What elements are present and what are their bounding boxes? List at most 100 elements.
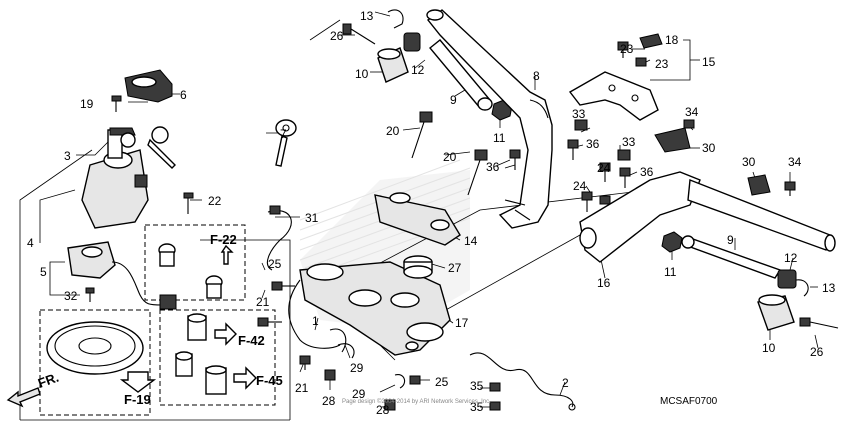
callout-label: 21 (256, 295, 270, 309)
part-36-bolt-c (599, 195, 611, 205)
part-34-bolt-lower (784, 181, 796, 196)
part-36-bolt-b (619, 167, 631, 188)
callout-label: 30 (742, 155, 756, 169)
callout-label: 7 (280, 127, 287, 141)
part-20-bolt-a (411, 111, 433, 159)
part-18-clip (639, 33, 663, 49)
part-26-bolt (342, 23, 376, 45)
callout-label: 32 (64, 289, 78, 303)
callout-label: 23 (655, 57, 669, 71)
callout-label: 24 (573, 179, 587, 193)
part-36-bolt-left (509, 149, 521, 170)
callout-label: 12 (784, 251, 798, 265)
part-2-cable (469, 352, 576, 411)
part-10-weight-lower (757, 294, 795, 331)
ref-f45: F-45 (256, 373, 283, 388)
part-3-ignition-switch (81, 126, 176, 229)
callout-label: 13 (822, 281, 836, 295)
callout-label: 34 (788, 155, 802, 169)
callout-label: 10 (355, 67, 369, 81)
callout-label: 29 (352, 387, 366, 401)
part-26-bolt-lower (799, 317, 839, 329)
ref-box-f42-f45 (159, 309, 276, 406)
callout-label: 20 (443, 150, 457, 164)
callout-label: 4 (27, 236, 34, 250)
callout-label: 20 (386, 124, 400, 138)
callout-label: 12 (411, 63, 425, 77)
callout-label: 28 (322, 394, 336, 408)
ref-f22: F-22 (210, 232, 237, 247)
part-36-bolt-a (567, 139, 579, 160)
callout-label: 9 (450, 93, 457, 107)
callout-label: 22 (208, 194, 222, 208)
ref-f42: F-42 (238, 333, 265, 348)
callout-label: 18 (665, 33, 679, 47)
callout-label: 6 (180, 88, 187, 102)
part-33-grommet-b (617, 149, 631, 161)
diagram-code: MCSAF0700 (660, 396, 718, 407)
part-29-clip-lower (394, 373, 406, 389)
ref-f19: F-19 (124, 392, 151, 407)
part-13-clip-lower (795, 279, 809, 297)
callout-label: 26 (330, 29, 344, 43)
callout-label: 29 (350, 361, 364, 375)
callout-label: 3 (64, 149, 71, 163)
callout-label: 8 (533, 69, 540, 83)
callout-label: 36 (486, 160, 500, 174)
part-29-clip-upper (337, 343, 355, 359)
part-31-cable-clip (266, 205, 292, 271)
callout-label: 33 (622, 135, 636, 149)
callout-label: 16 (597, 276, 611, 290)
front-arrow-icon (6, 387, 41, 408)
callout-label: 9 (727, 233, 734, 247)
callout-label: 17 (455, 316, 469, 330)
callout-label: 21 (295, 381, 309, 395)
callout-label: 2 (562, 376, 569, 390)
part-15-bracket (568, 71, 659, 121)
part-35-bolt-a (489, 382, 501, 392)
part-20-bolt-b (467, 149, 488, 196)
callout-label: 35 (470, 400, 484, 414)
callout-label: 10 (762, 341, 776, 355)
part-13-clip (387, 9, 404, 29)
part-11-nut-lower (661, 231, 683, 253)
part-12-collar (403, 32, 421, 52)
part-21-bolt-upper (257, 317, 282, 327)
callout-label: 28 (376, 403, 390, 417)
f19-cover-plate (46, 321, 157, 393)
part-28-nut-left (324, 369, 336, 381)
part-24-bolt-b (581, 191, 593, 212)
callout-label: 11 (493, 131, 506, 145)
part-25-bolt (271, 281, 295, 291)
f42-f45-parts (175, 313, 257, 395)
part-24-bolt-a (599, 162, 611, 182)
front-label: FR. (36, 370, 61, 391)
part-12-collar-lower (777, 269, 797, 289)
ref-box-f19 (39, 309, 151, 416)
callout-label: 35 (470, 379, 484, 393)
part-23-bolt-a (617, 41, 629, 58)
callout-label: 25 (268, 257, 282, 271)
part-25-bolt-lower (409, 375, 421, 385)
callout-label: 1 (312, 314, 319, 328)
callout-label: 36 (586, 137, 600, 151)
part-1-harness (288, 279, 347, 353)
part-16-handlebar-right (579, 171, 836, 263)
part-32-screw (85, 287, 95, 302)
callout-label: 14 (464, 234, 478, 248)
part-22-screw (183, 192, 194, 214)
part-30-clamp-upper (654, 127, 691, 153)
callout-label: 23 (620, 42, 634, 56)
callout-label: 33 (572, 107, 586, 121)
callout-label: 15 (702, 55, 716, 69)
callout-labels: 26 13 10 12 9 11 8 20 20 36 19 6 3 7 22 … (27, 9, 836, 417)
callout-label: 26 (810, 345, 824, 359)
callout-label: 25 (435, 375, 449, 389)
top-bridge (299, 261, 451, 356)
callout-label: 11 (664, 265, 677, 279)
copyright-text: Page design ©2004-2014 by ARI Network Se… (342, 398, 491, 405)
part-19-screw (111, 95, 122, 112)
callout-label: 24 (597, 161, 611, 175)
callout-label: 30 (702, 141, 716, 155)
